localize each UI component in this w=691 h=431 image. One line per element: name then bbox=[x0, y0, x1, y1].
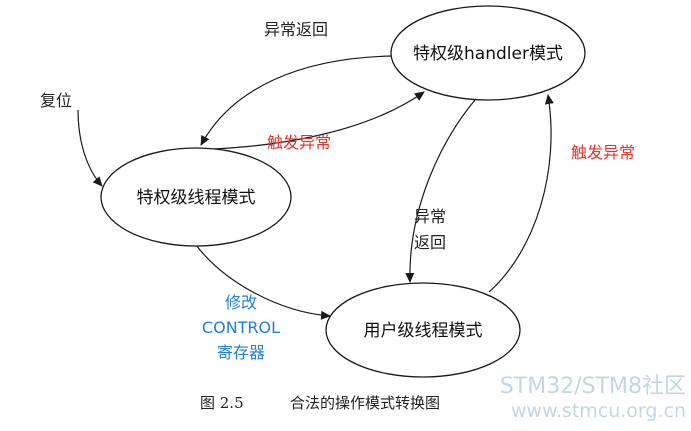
state-priv-thread-label: 特权级线程模式 bbox=[137, 188, 256, 208]
edge-user-thread-to-handler bbox=[488, 94, 554, 293]
watermark-line2: www.stmcu.org.cn bbox=[511, 400, 686, 422]
state-handler-label: 特权级handler模式 bbox=[413, 44, 563, 64]
exception-return-label-line1: 异常 bbox=[414, 207, 446, 226]
figure-number: 图 2.5 bbox=[200, 394, 244, 412]
edge-handler-to-priv-thread bbox=[200, 55, 393, 146]
modify-control-label-line3: 寄存器 bbox=[217, 343, 265, 362]
watermark-line1: STM32/STM8社区 bbox=[500, 374, 686, 399]
trigger-exception-label-left: 触发异常 bbox=[267, 133, 331, 152]
state-user-thread-label: 用户级线程模式 bbox=[364, 321, 483, 341]
state-user-thread-mode: 用户级线程模式 bbox=[325, 282, 521, 378]
edge-priv-thread-to-user-thread bbox=[195, 244, 331, 320]
reset-label: 复位 bbox=[40, 91, 72, 110]
exception-return-label-line2: 返回 bbox=[414, 233, 446, 252]
figure-title: 合法的操作模式转换图 bbox=[290, 394, 440, 412]
edge-reset-to-priv-thread bbox=[77, 109, 103, 187]
modify-control-label-line2: CONTROL bbox=[202, 318, 280, 337]
state-privileged-thread-mode: 特权级线程模式 bbox=[100, 147, 292, 247]
trigger-exception-label-right: 触发异常 bbox=[571, 143, 635, 162]
state-handler-mode: 特权级handler模式 bbox=[390, 5, 586, 101]
edge-priv-thread-to-handler bbox=[213, 91, 425, 150]
modify-control-label-line1: 修改 bbox=[225, 293, 257, 312]
edge-handler-to-user-thread bbox=[405, 99, 476, 283]
exception-return-label-top: 异常返回 bbox=[264, 20, 328, 39]
